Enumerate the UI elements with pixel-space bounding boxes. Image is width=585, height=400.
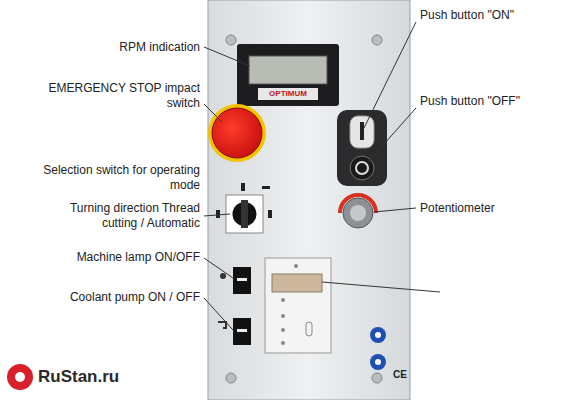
info-icon-dot (375, 332, 381, 338)
callout-label: Turning direction Thread cutting / Autom… (40, 201, 200, 231)
estop-ring (208, 104, 266, 162)
lamp-switch (233, 267, 251, 294)
coolant-switch-mark (237, 329, 247, 332)
selector-plate (226, 195, 263, 233)
info-icon-dot (375, 359, 381, 365)
pot-cap (350, 205, 366, 221)
off-symbol (356, 162, 368, 174)
rpm-display-frame (237, 44, 339, 106)
lamp-switch-mark (237, 278, 247, 281)
lamp-icon (220, 273, 226, 279)
watermark-logo (7, 364, 33, 390)
callout-label: Push button "ON" (420, 8, 580, 23)
selector-handle (241, 200, 248, 228)
watermark-text: RuStan.ru (38, 366, 158, 388)
callout-label: RPM indication (60, 40, 200, 55)
callout-label: Machine lamp ON/OFF (40, 250, 200, 265)
screws (226, 35, 382, 383)
callout-label: Selection switch for operating mode (20, 163, 200, 193)
potentiometer-knob (343, 198, 373, 228)
rpm-display-lcd (249, 56, 327, 84)
callout-label: EMERGENCY STOP impact switch (40, 81, 200, 111)
on-symbol (360, 122, 364, 140)
plate-slot (306, 322, 312, 336)
rating-plate (265, 258, 331, 353)
display-badge (258, 88, 318, 100)
coolant-switch (233, 318, 251, 345)
leader-lines (204, 22, 440, 330)
push-button-housing (337, 110, 387, 186)
selector-icons (216, 183, 272, 218)
rating-plate-window (272, 274, 322, 292)
info-icon (370, 354, 386, 370)
callout-label: Potentiometer (420, 201, 580, 216)
emergency-stop-button (212, 108, 262, 158)
callout-label: Push button "OFF" (420, 94, 580, 109)
display-brand: OPTIMUM (258, 88, 318, 100)
on-button (350, 116, 374, 148)
info-icon (370, 327, 386, 343)
coolant-icon (218, 322, 226, 328)
panel-plate (208, 0, 410, 400)
ce-mark: CE (391, 369, 409, 381)
watermark-logo-hole (15, 372, 25, 382)
plate-holes (281, 264, 298, 345)
callout-label: Coolant pump ON / OFF (40, 290, 200, 305)
